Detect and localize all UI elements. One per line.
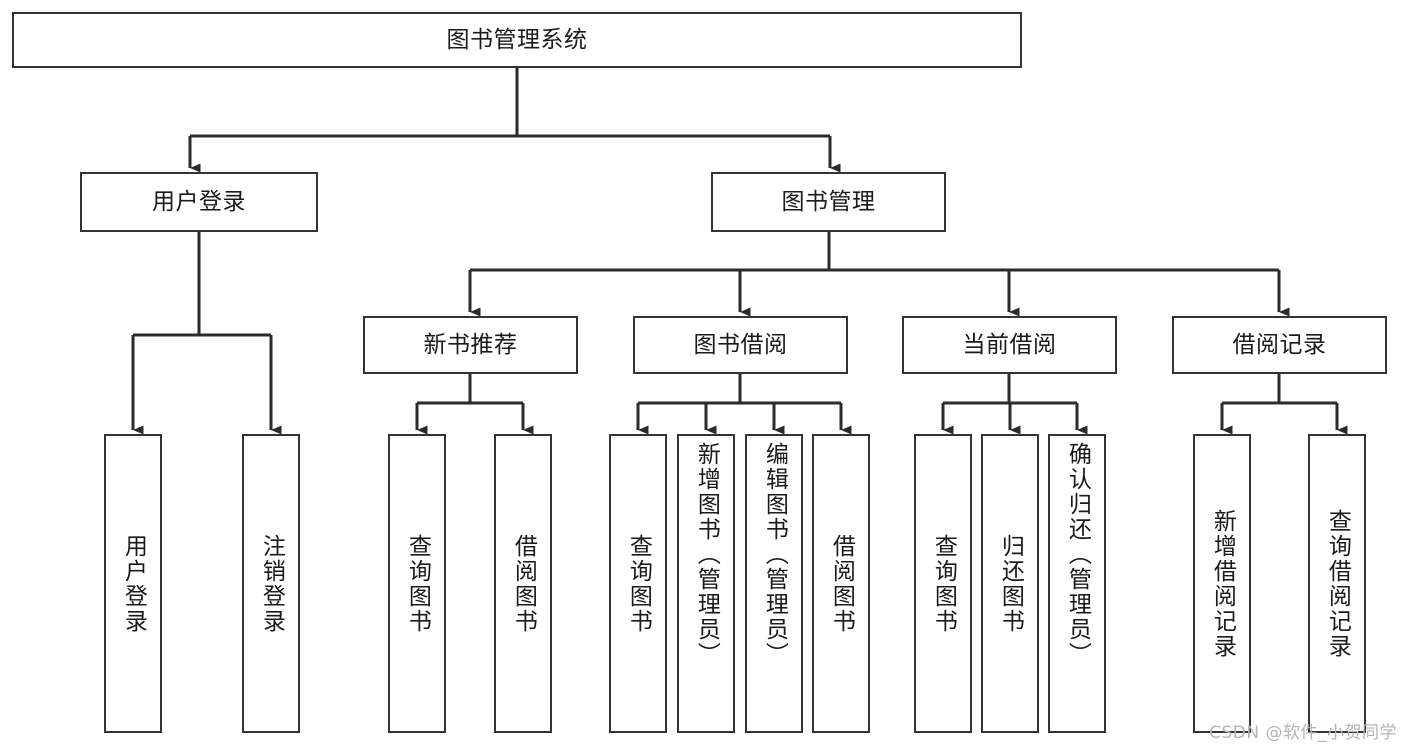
- node-label: 图书管理系统: [446, 26, 588, 53]
- leaf-add-borrow-record[interactable]: 新增借阅记录: [1193, 434, 1251, 733]
- leaf-query-book-borrow[interactable]: 查询图书: [609, 434, 667, 733]
- node-label: 新增借阅记录: [1209, 508, 1236, 659]
- watermark-text: CSDN @软件_小贺同学: [1209, 723, 1397, 743]
- node-label: 图书借阅: [693, 331, 788, 358]
- node-borrow-record[interactable]: 借阅记录: [1172, 316, 1387, 374]
- node-label: 确认归还（管理员）: [1064, 442, 1091, 667]
- node-label: 新书推荐: [423, 331, 518, 358]
- node-label: 编辑图书（管理员）: [761, 442, 788, 667]
- leaf-borrow-book-borrow[interactable]: 借阅图书: [812, 434, 870, 733]
- node-label: 注销登录: [258, 533, 285, 634]
- node-current-borrow[interactable]: 当前借阅: [902, 316, 1117, 374]
- leaf-query-borrow-record[interactable]: 查询借阅记录: [1308, 434, 1366, 733]
- leaf-query-book-current[interactable]: 查询图书: [914, 434, 972, 733]
- leaf-edit-book-admin[interactable]: 编辑图书（管理员）: [745, 434, 803, 733]
- node-label: 借阅图书: [828, 533, 855, 634]
- node-root-book-management-system[interactable]: 图书管理系统: [12, 12, 1022, 68]
- leaf-confirm-return-admin[interactable]: 确认归还（管理员）: [1048, 434, 1106, 733]
- leaf-add-book-admin[interactable]: 新增图书（管理员）: [677, 434, 735, 733]
- node-label: 查询图书: [404, 533, 431, 634]
- node-label: 图书管理: [781, 188, 876, 215]
- node-book-borrow[interactable]: 图书借阅: [633, 316, 848, 374]
- node-book-management[interactable]: 图书管理: [711, 172, 946, 232]
- node-new-book-recommendation[interactable]: 新书推荐: [363, 316, 578, 374]
- node-label: 查询图书: [930, 533, 957, 634]
- node-label: 查询图书: [625, 533, 652, 634]
- leaf-logout[interactable]: 注销登录: [242, 434, 300, 733]
- leaf-return-book[interactable]: 归还图书: [981, 434, 1039, 733]
- node-label: 用户登录: [152, 188, 246, 215]
- leaf-borrow-book-recommendation[interactable]: 借阅图书: [494, 434, 552, 733]
- node-label: 借阅图书: [510, 533, 537, 634]
- leaf-user-login[interactable]: 用户登录: [104, 434, 162, 733]
- leaf-query-book-recommendation[interactable]: 查询图书: [388, 434, 446, 733]
- node-user-login[interactable]: 用户登录: [80, 172, 318, 232]
- node-label: 用户登录: [120, 533, 147, 634]
- node-label: 借阅记录: [1232, 331, 1327, 358]
- node-label: 归还图书: [997, 533, 1024, 634]
- node-label: 新增图书（管理员）: [693, 442, 720, 667]
- node-label: 当前借阅: [962, 331, 1057, 358]
- node-label: 查询借阅记录: [1324, 508, 1351, 659]
